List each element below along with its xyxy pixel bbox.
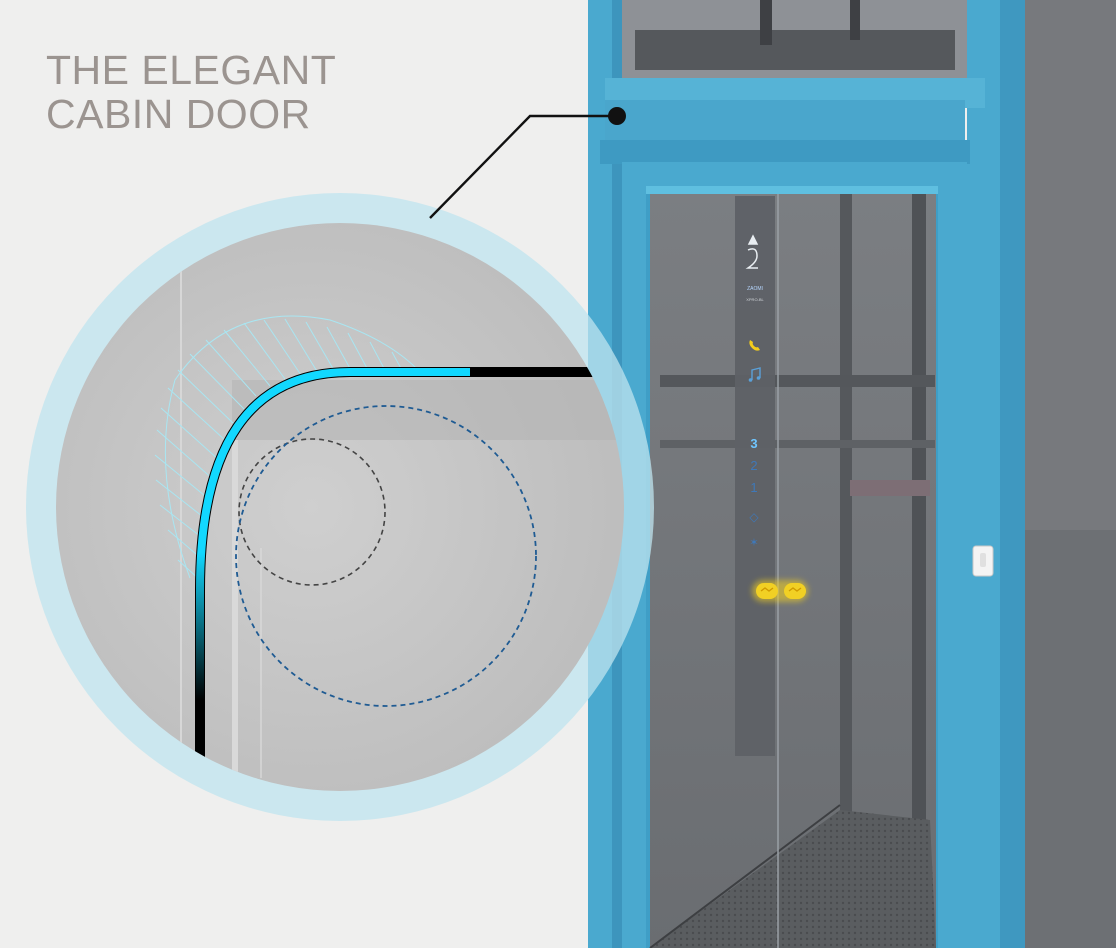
headline-line-1: THE ELEGANT [46, 47, 337, 93]
floor-indicator-display [745, 234, 759, 269]
headline: THE ELEGANT CABIN DOOR [46, 48, 336, 136]
elevator-cabin: ZAOMI XPRO-BL 3 2 1 ◇ ✶ [588, 0, 1116, 948]
outer-dashed-circle [235, 405, 537, 707]
door-close-button[interactable]: ✶ [749, 537, 758, 549]
detail-zoom [26, 193, 654, 821]
phone-icon[interactable] [749, 340, 760, 351]
door-open-button[interactable]: ◇ [749, 510, 759, 524]
headline-line-2: CABIN DOOR [46, 91, 311, 137]
callout-pointer-icon [429, 107, 626, 219]
floor-button-2[interactable]: 2 [750, 458, 757, 473]
inner-dashed-circle [238, 438, 386, 586]
panel-brand: ZAOMI [747, 286, 763, 292]
floor-button-1[interactable]: 1 [750, 480, 757, 495]
zoom-lens [56, 223, 624, 791]
panel-model: XPRO-BL [746, 297, 764, 302]
music-note-icon [748, 367, 761, 382]
floor-button-3[interactable]: 3 [750, 436, 757, 451]
car-operating-panel [735, 196, 775, 756]
cabin-floor [650, 810, 936, 948]
light-curtain-icon [752, 580, 808, 602]
